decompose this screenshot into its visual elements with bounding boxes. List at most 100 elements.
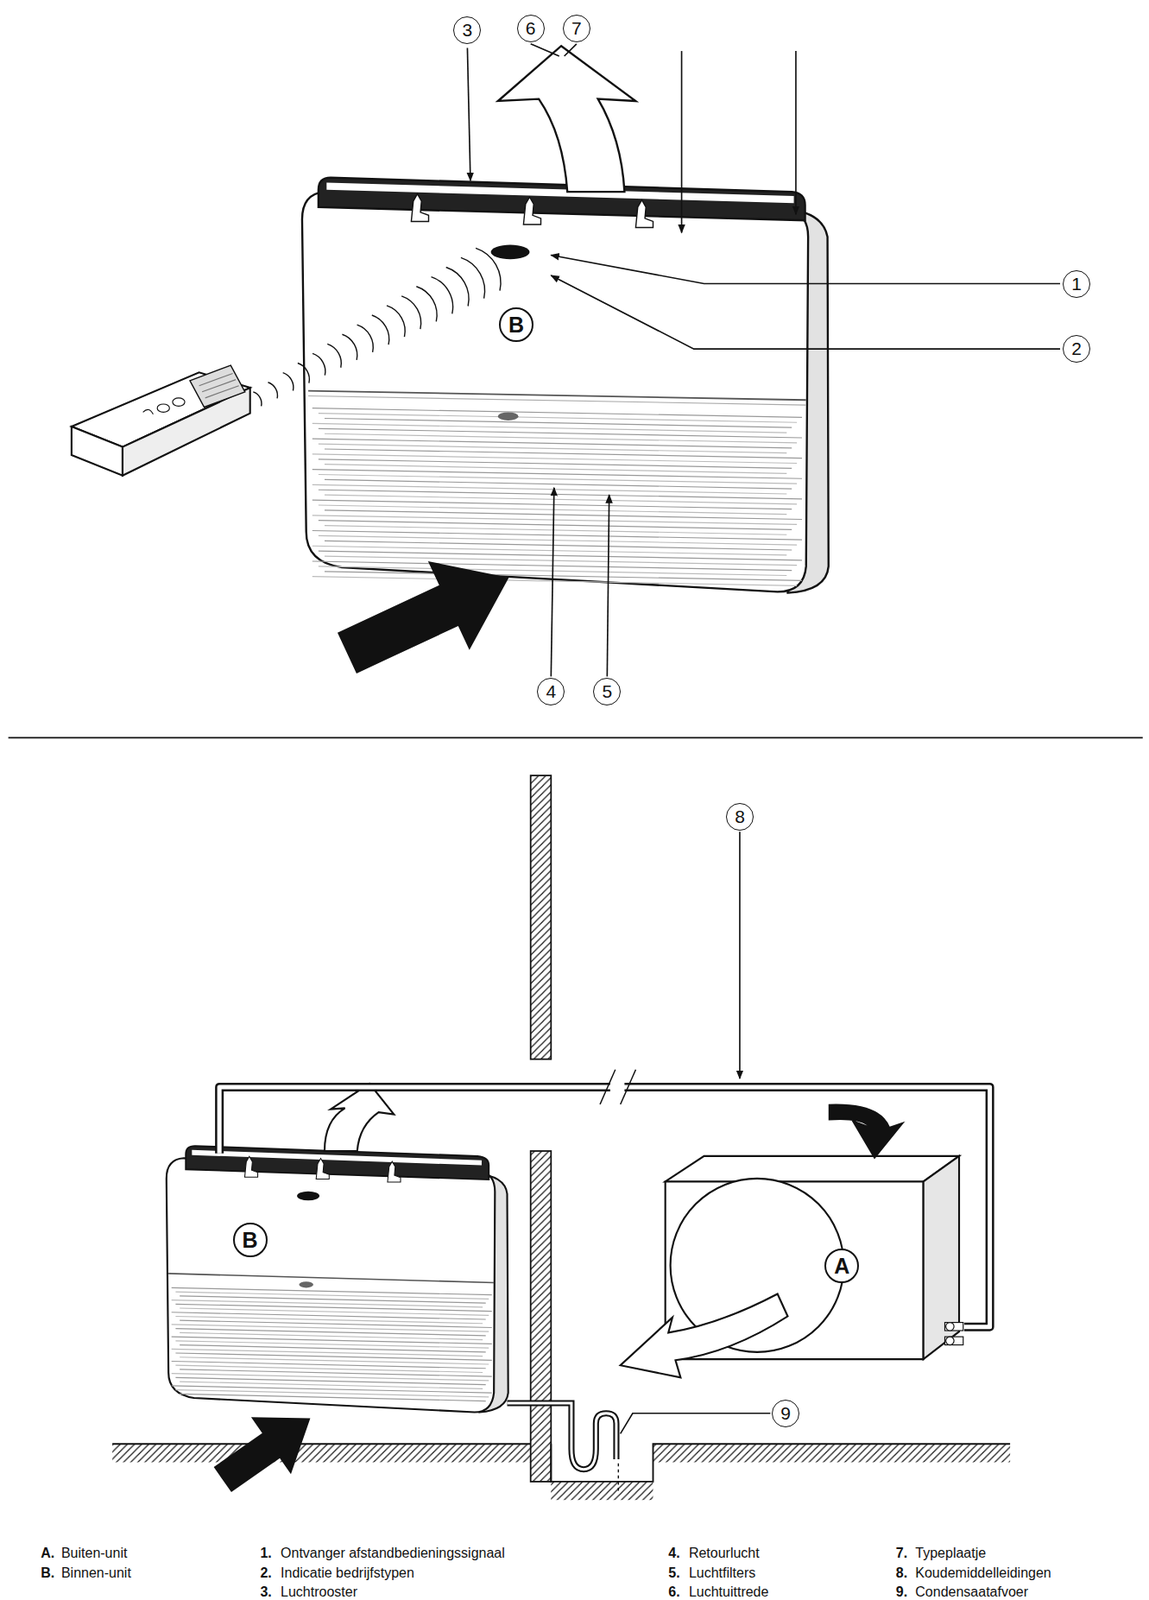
indoor-unit-drawing [387, 1161, 401, 1182]
return-air-arrow [202, 1388, 331, 1508]
indoor-unit-drawing [298, 1281, 314, 1288]
key-text: Luchtfilters [688, 1565, 756, 1581]
filter-grille-line [175, 1328, 486, 1336]
filter-grille-line [179, 1357, 489, 1364]
key-letter: 6. [668, 1584, 680, 1600]
key-text: Typeplaatje [915, 1545, 986, 1561]
signal-wave [460, 252, 493, 298]
signal-wave [327, 340, 346, 367]
filter-grille-line [179, 1295, 487, 1303]
callout-number: 2 [1062, 334, 1091, 363]
leader-line [606, 494, 609, 676]
filter-grille-line [324, 448, 802, 459]
indoor-unit-drawing [410, 194, 429, 222]
filter-grille-line [312, 438, 792, 449]
filter-grille-line [171, 1385, 493, 1393]
leader-line [467, 44, 1061, 677]
filter-grille-line [175, 1389, 489, 1397]
unit-letter: A [824, 1248, 859, 1283]
filter-grille-line [312, 515, 797, 525]
key-text: Ontvanger afstandbedieningssignaal [280, 1545, 506, 1561]
filter-grille-line [171, 1287, 493, 1295]
break-line [599, 1069, 616, 1105]
filter-grille-line [175, 1352, 492, 1360]
indoor-unit: B [163, 1142, 511, 1415]
callout-number: 1 [1062, 270, 1091, 298]
filter-grille-line [318, 505, 787, 515]
indoor-unit-drawing [244, 1155, 258, 1177]
filter-grille-line [179, 1381, 483, 1389]
callout-number: 6 [517, 14, 545, 43]
callout-number: 9 [771, 1399, 800, 1427]
callout-number: 5 [593, 677, 621, 706]
wall [550, 1481, 653, 1500]
filter-grille-line [324, 494, 797, 505]
indoor-unit-drawing [171, 1287, 493, 1401]
key-text: Buiten-unit [61, 1545, 128, 1561]
flow-arrow [828, 1103, 906, 1159]
indoor-unit-drawing [308, 396, 807, 406]
signal-wave [386, 302, 411, 337]
key-letter: 5. [668, 1565, 680, 1581]
indoor-unit-drawing [315, 1158, 329, 1180]
leader-line [550, 275, 1061, 349]
key-letter: 4. [668, 1545, 680, 1561]
signal-wave [475, 243, 508, 291]
signal-wave [283, 370, 297, 391]
wall [112, 775, 1011, 1500]
filter-grille-line [171, 1348, 483, 1356]
key-letter: 2. [259, 1565, 272, 1581]
remote-control [143, 409, 154, 414]
filter-grille-line [312, 545, 788, 556]
break-line [620, 1069, 637, 1105]
signal-wave [401, 292, 427, 330]
key-letter: 7. [896, 1545, 908, 1561]
leader-line [620, 1413, 771, 1434]
leader-line [530, 44, 560, 57]
filter-grille-line [318, 413, 797, 423]
filter-grille-line [318, 535, 797, 545]
filter-grille-line [171, 1300, 483, 1307]
signal-wave [252, 390, 264, 406]
key-letter: 1. [259, 1545, 272, 1561]
filter-grille-line [179, 1319, 493, 1327]
filter-grille-line [171, 1324, 490, 1332]
filter-grille-line [179, 1393, 487, 1401]
outdoor-unit-drawing [944, 1322, 963, 1331]
callout-number: 7 [562, 14, 591, 43]
filter-grille-line [324, 540, 792, 550]
outdoor-unit-drawing [620, 1293, 789, 1377]
outdoor-unit-drawing [946, 1322, 954, 1331]
remote-control [172, 397, 185, 406]
wall [530, 775, 552, 1060]
filter-grille-line [318, 459, 792, 469]
callout-number: 4 [536, 677, 565, 706]
air-outlet-arrow [324, 1083, 394, 1151]
filter-grille-line [324, 479, 792, 489]
condensate-drain [507, 1402, 619, 1492]
callout-number: 8 [726, 802, 754, 831]
remote-control [71, 365, 251, 476]
leader-line [738, 831, 741, 1079]
signal-wave [372, 311, 395, 345]
filter-grille-line [179, 1307, 489, 1315]
signal-wave [312, 351, 329, 376]
wall [652, 1443, 1011, 1462]
filter-grille-line [312, 499, 792, 510]
filter-grille-line [312, 576, 797, 587]
condensate-drain [507, 1402, 617, 1470]
filter-grille-line [312, 422, 788, 433]
filter-grille-line [318, 520, 792, 531]
condensate-drain [507, 1402, 617, 1470]
indoor-unit-drawing [318, 177, 806, 221]
unit-letter: B [498, 307, 534, 342]
filter-grille-line [179, 1332, 483, 1339]
filter-grille-line [318, 550, 802, 561]
outdoor-unit-drawing [665, 1155, 960, 1182]
key-text: Binnen-unit [61, 1565, 132, 1581]
filter-grille-line [312, 484, 788, 494]
filter-grille-line [312, 561, 792, 571]
indoor-unit-drawing [168, 1273, 494, 1283]
